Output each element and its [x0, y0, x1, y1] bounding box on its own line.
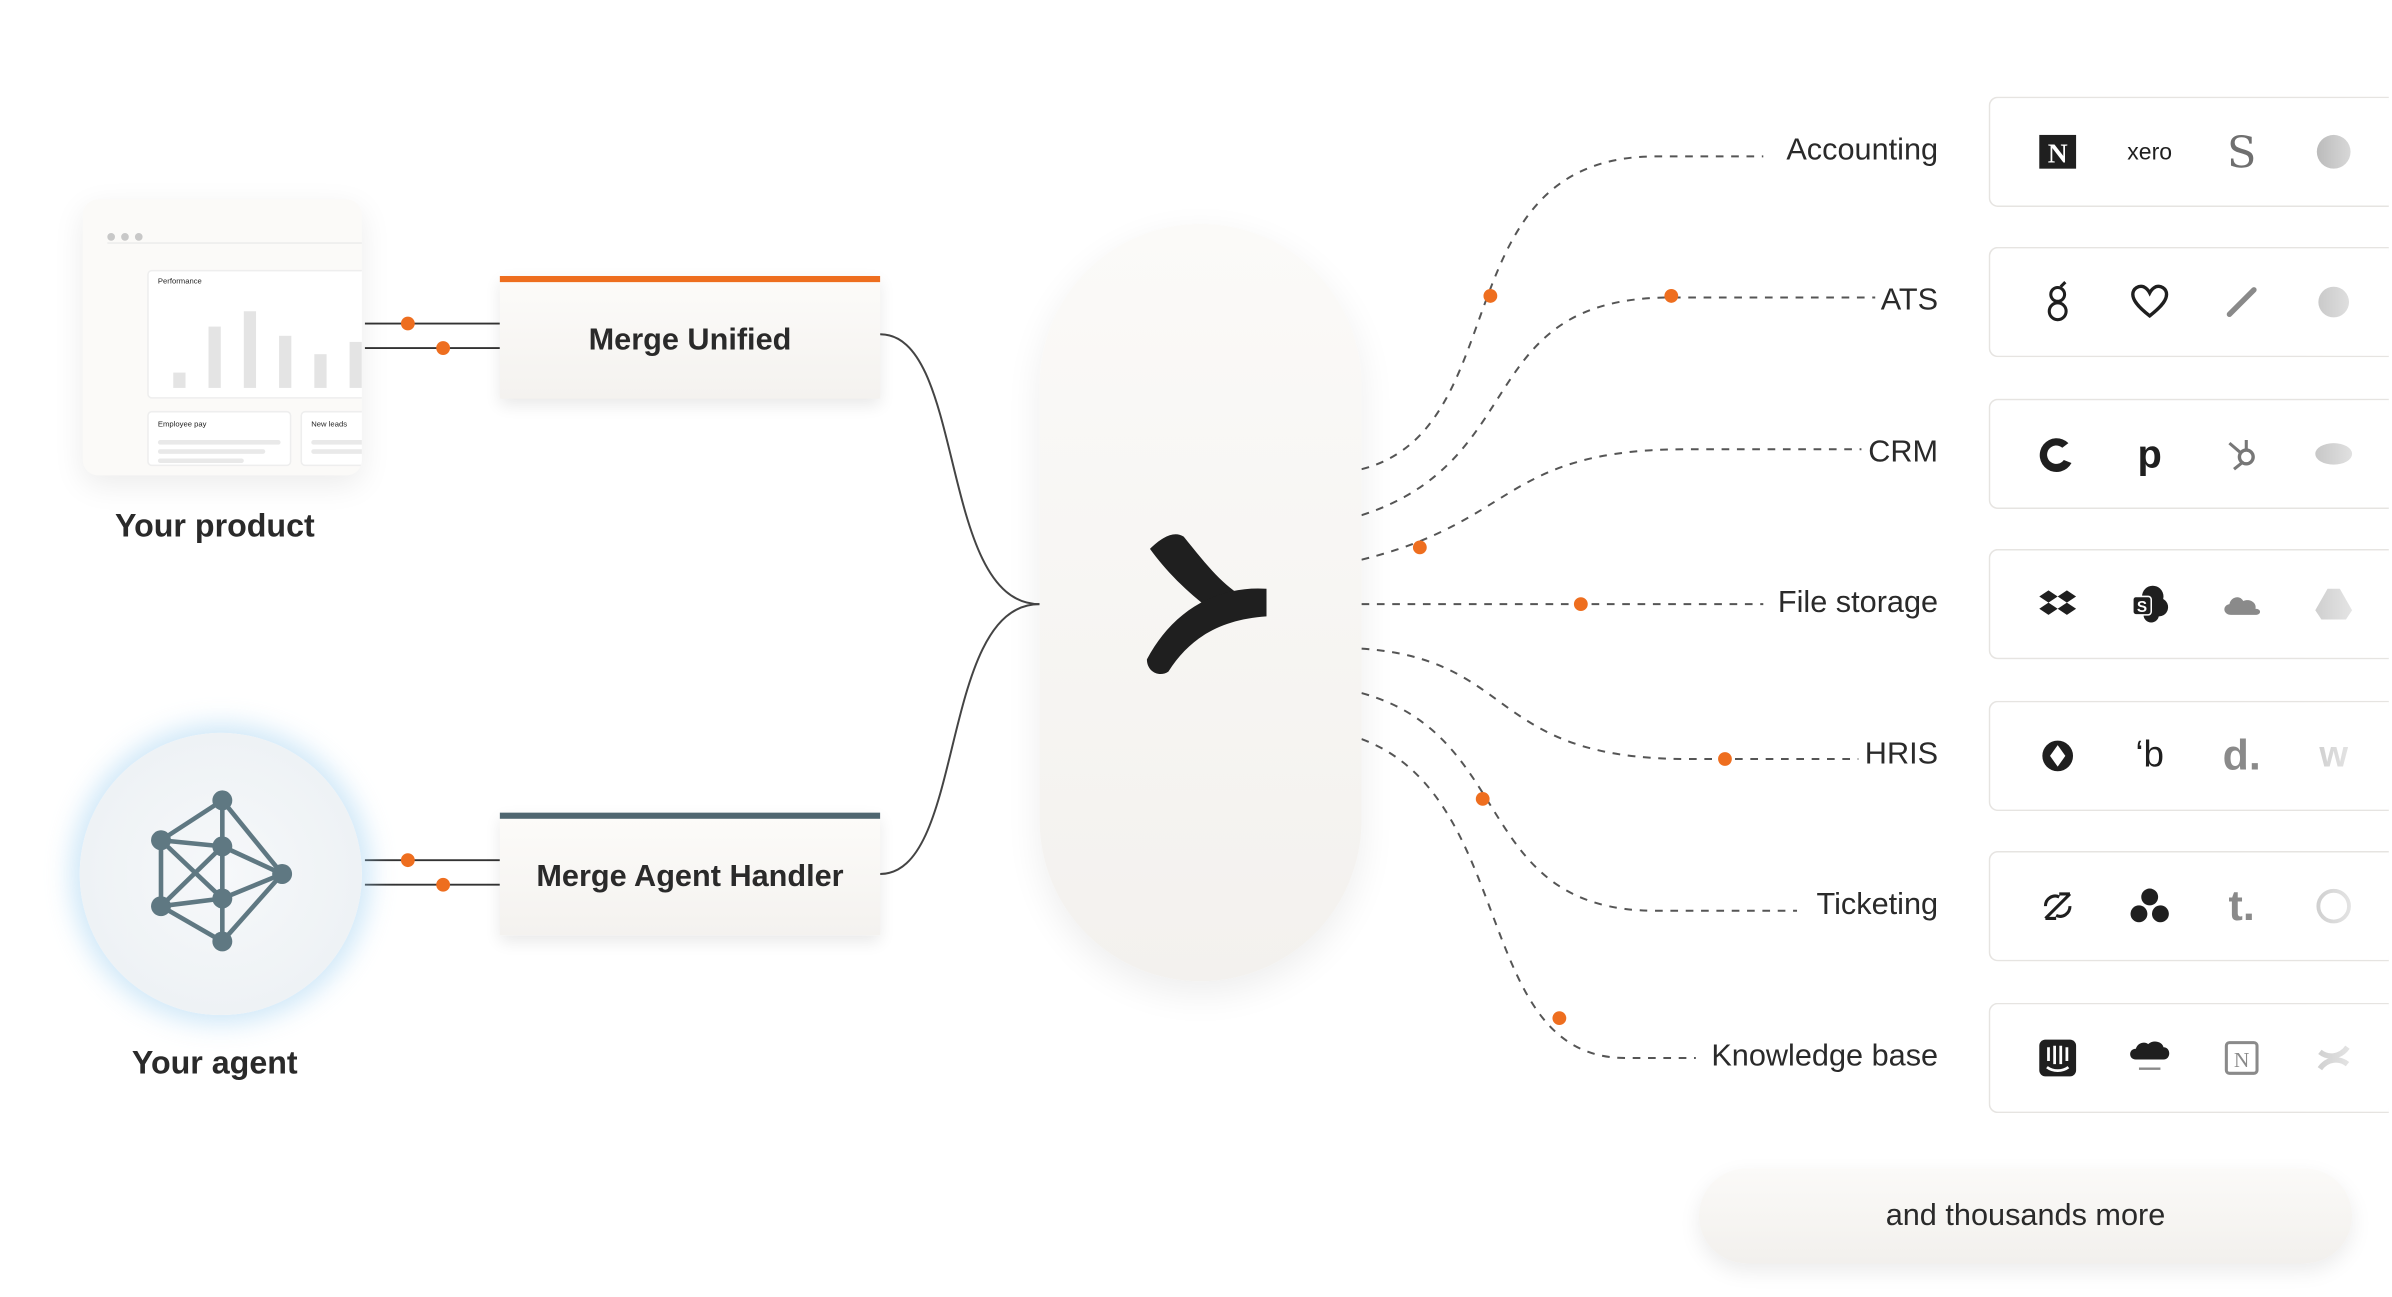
agent-handler-to-hub-line [880, 603, 1040, 875]
fade-overlay [2296, 1004, 2389, 1112]
your-agent-label: Your agent [131, 1045, 298, 1081]
fade-overlay [2296, 550, 2389, 658]
dropbox-logo-icon [2030, 577, 2085, 632]
accounting-logo-row: N xero S [1988, 96, 2389, 207]
accounting-line [1361, 155, 1764, 471]
chart-bar [173, 372, 186, 388]
pipedrive-logo-icon: p [2137, 430, 2162, 477]
new-leads-card: New leads [300, 410, 362, 467]
asana-logo-icon [2122, 879, 2177, 934]
placeholder-line [311, 440, 362, 445]
netsuite-logo-icon: N [2030, 124, 2085, 179]
deel-logo-icon: d. [2222, 731, 2261, 779]
ats-line [1361, 296, 1879, 517]
category-ats-label: ATS [1874, 283, 1939, 319]
your-product-label: Your product [114, 509, 315, 545]
placeholder-line [311, 449, 362, 454]
file-storage-line-dot [1573, 597, 1588, 612]
merge-agent-handler-box: Merge Agent Handler [499, 812, 881, 936]
ticketing-line-dot [1475, 791, 1490, 806]
window-dot [107, 233, 115, 241]
sharepoint-logo-icon: S [2122, 577, 2177, 632]
performance-title: Performance [157, 277, 202, 287]
crm-logo-row: p [1988, 398, 2389, 510]
product-wire-dot [436, 341, 451, 355]
chart-bar [243, 311, 257, 388]
knowledge-base-logo-row: N [1988, 1002, 2389, 1114]
category-crm-label: CRM [1862, 435, 1939, 471]
heart-logo-icon [2122, 274, 2177, 329]
svg-text:S: S [2137, 599, 2147, 616]
xero-logo-icon: xero [2127, 138, 2173, 165]
product-mockup: Performance Employee pay New leads [82, 199, 362, 476]
zendesk-logo-icon [2030, 879, 2085, 934]
ats-line-dot [1664, 289, 1679, 303]
ticketing-line [1361, 692, 1798, 912]
ats-logo-row [1988, 246, 2389, 358]
greenhouse-logo-icon [2030, 274, 2085, 329]
performance-chart-card: Performance [147, 269, 362, 399]
unified-to-hub-line [880, 333, 1040, 606]
ticketing-logo-row: t. [1988, 850, 2389, 962]
hris-logo-row: ‘b d. w [1988, 700, 2389, 812]
notion-logo-icon: N [2214, 1030, 2269, 1085]
intercom-logo-icon [2030, 1030, 2085, 1085]
placeholder-line [157, 458, 244, 464]
window-dot [134, 233, 143, 241]
network-graph-icon [151, 790, 293, 952]
merge-unified-box: Merge Unified [499, 275, 881, 399]
placeholder-line [157, 449, 266, 454]
merge-logo-icon [1146, 534, 1267, 674]
agent-wire-dot [436, 877, 451, 892]
hris-line [1361, 647, 1863, 760]
employee-pay-card: Employee pay [147, 410, 292, 467]
agent-wire-dot [400, 853, 415, 868]
placeholder-line [157, 440, 281, 445]
product-wire-dot [400, 316, 415, 331]
hubspot-logo-icon [2214, 426, 2269, 481]
agent-circle [79, 732, 362, 1016]
hibob-logo-icon [2030, 728, 2085, 783]
teamwork-logo-icon: t. [2228, 881, 2255, 930]
merge-hub [1039, 223, 1362, 982]
lever-logo-icon [2214, 274, 2269, 329]
fade-overlay [2296, 400, 2389, 508]
category-accounting-label: Accounting [1780, 133, 1939, 169]
svg-text:N: N [2234, 1048, 2250, 1072]
window-bar [107, 221, 362, 244]
fade-overlay [2296, 98, 2389, 206]
fade-overlay [2296, 702, 2389, 810]
crm-line-dot [1412, 540, 1427, 555]
accounting-line-dot [1483, 289, 1498, 303]
chart-bar [314, 354, 327, 388]
chart-bar [279, 335, 292, 388]
hris-line-dot [1718, 752, 1732, 766]
new-leads-title: New leads [311, 420, 348, 430]
chart-bar [349, 341, 362, 388]
onedrive-logo-icon [2214, 577, 2269, 632]
fade-overlay [2296, 852, 2389, 960]
svg-text:N: N [2048, 138, 2068, 169]
employee-pay-title: Employee pay [157, 420, 207, 430]
copper-logo-icon [2030, 426, 2085, 481]
category-knowledge-base-label: Knowledge base [1705, 1039, 1939, 1075]
bamboohr-logo-icon: ‘b [2135, 734, 2165, 776]
fade-overlay [2296, 248, 2389, 356]
knowledge-base-line [1361, 738, 1696, 1059]
category-ticketing-label: Ticketing [1810, 887, 1939, 924]
crm-line [1361, 448, 1863, 561]
and-thousands-more-pill: and thousands more [1698, 1168, 2353, 1264]
category-file-storage-label: File storage [1771, 585, 1939, 621]
chart-bar [208, 326, 221, 388]
salesforce-knowledge-logo-icon [2122, 1030, 2177, 1085]
knowledge-base-line-dot [1552, 1011, 1567, 1026]
sage-logo-icon: S [2226, 126, 2257, 178]
category-hris-label: HRIS [1858, 737, 1939, 773]
window-dot [121, 233, 129, 241]
file-storage-logo-row: S [1988, 548, 2389, 660]
